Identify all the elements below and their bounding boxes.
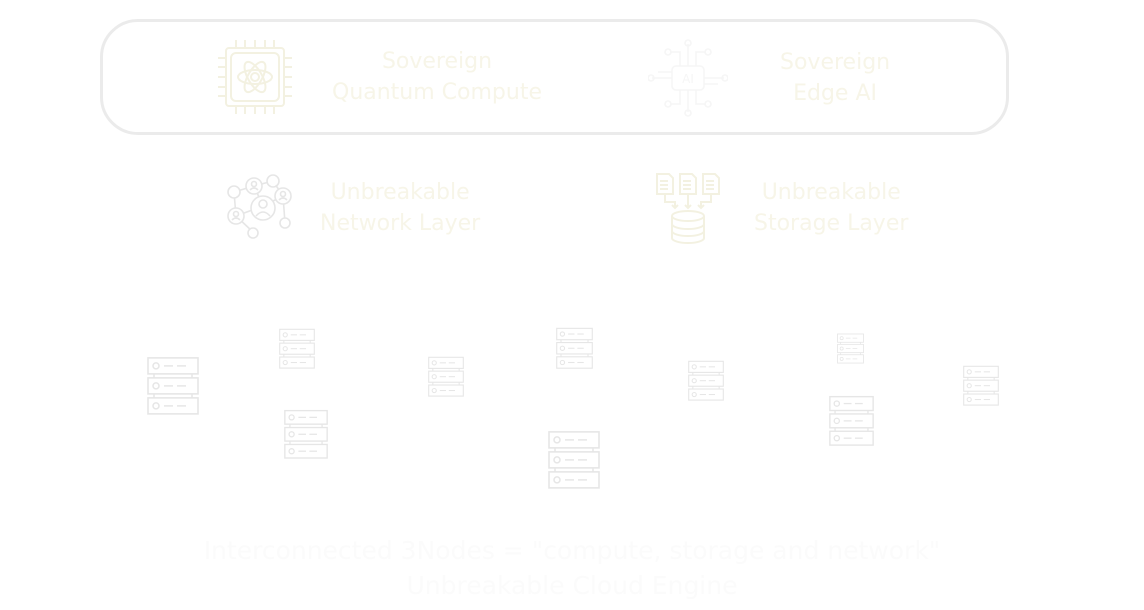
feature-label: Unbreakable Storage Layer <box>754 177 908 239</box>
caption-line1: Interconnected 3Nodes = "compute, storag… <box>203 536 941 565</box>
server-rack-icon <box>548 430 600 494</box>
svg-text:AI: AI <box>682 72 694 86</box>
feature-quantum-compute: Sovereign Quantum Compute <box>216 38 542 116</box>
server-rack-icon <box>428 356 464 401</box>
feature-line2: Edge AI <box>793 81 877 106</box>
feature-storage-layer: Unbreakable Storage Layer <box>655 172 908 244</box>
feature-label: Unbreakable Network Layer <box>320 177 480 239</box>
quantum-chip-icon <box>216 38 294 116</box>
feature-line2: Network Layer <box>320 211 481 236</box>
server-rack-icon <box>279 328 315 373</box>
server-rack-icon <box>284 409 328 464</box>
server-rack-icon <box>556 327 593 374</box>
feature-network-layer: Unbreakable Network Layer <box>222 174 480 242</box>
server-rack-icon <box>147 356 199 420</box>
database-storage-icon <box>655 172 721 244</box>
feature-line1: Sovereign <box>381 49 493 74</box>
server-rack-icon <box>829 395 874 451</box>
sovereign-group-frame <box>100 19 1009 135</box>
feature-label: Sovereign Edge AI <box>780 47 890 109</box>
feature-line2: Quantum Compute <box>332 80 542 105</box>
server-rack-icon <box>837 333 864 368</box>
feature-line2: Storage Layer <box>754 211 909 236</box>
feature-line1: Sovereign <box>780 50 891 75</box>
ai-chip-network-icon: AI <box>648 38 728 118</box>
feature-label: Sovereign Quantum Compute <box>332 46 542 108</box>
feature-line1: Unbreakable <box>761 180 901 205</box>
server-rack-icon <box>688 360 724 405</box>
caption-line2: Unbreakable Cloud Engine <box>406 571 738 600</box>
people-network-icon <box>222 174 298 242</box>
server-rack-icon <box>963 365 999 410</box>
feature-line1: Unbreakable <box>330 180 470 205</box>
feature-edge-ai: AI Sovereign Edge AI <box>648 38 890 118</box>
